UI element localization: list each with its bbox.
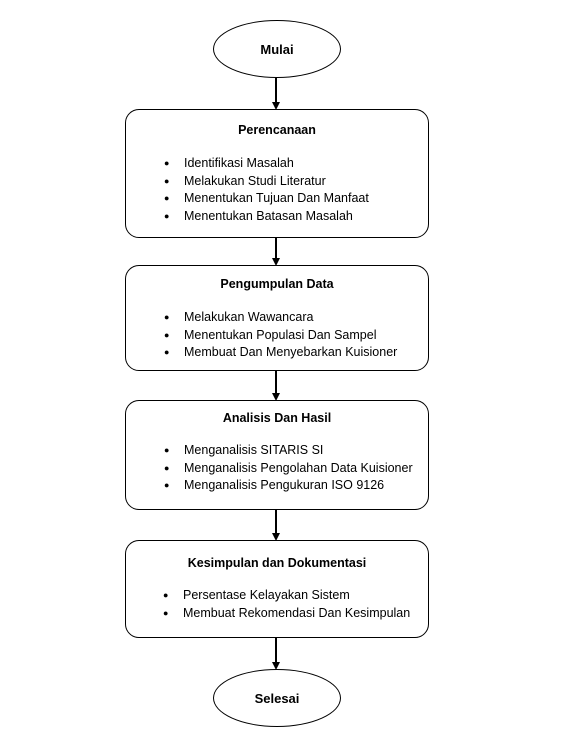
bullet-icon: ●	[164, 462, 170, 473]
stage-kesimpulan-dan-dokumentasi: Kesimpulan dan Dokumentasi ●Persentase K…	[125, 540, 429, 638]
bullet-icon: ●	[164, 210, 170, 221]
list-item: ●Menentukan Tujuan Dan Manfaat	[162, 190, 369, 208]
bullet-icon: ●	[164, 480, 170, 490]
start-label: Mulai	[260, 41, 294, 57]
bullet-icon: ●	[164, 158, 170, 168]
stage-title: Perencanaan	[238, 123, 316, 137]
bullet-icon: ●	[164, 445, 170, 455]
stage-item-list: ●Melakukan Wawancara ●Menentukan Populas…	[162, 309, 397, 362]
bullet-icon: ●	[163, 607, 169, 618]
list-item: ●Membuat Dan Menyebarkan Kuisioner	[162, 344, 397, 362]
list-item: ●Persentase Kelayakan Sistem	[161, 587, 410, 605]
bullet-icon: ●	[164, 312, 170, 322]
bullet-icon: ●	[164, 193, 170, 203]
bullet-icon: ●	[164, 175, 170, 186]
list-item: ●Menganalisis Pengolahan Data Kuisioner	[162, 460, 413, 478]
end-terminal: Selesai	[213, 669, 341, 727]
start-terminal: Mulai	[213, 20, 341, 78]
bullet-icon: ●	[164, 347, 170, 357]
list-item: ●Menganalisis SITARIS SI	[162, 442, 413, 460]
list-item: ●Menentukan Batasan Masalah	[162, 208, 369, 226]
stage-pengumpulan-data: Pengumpulan Data ●Melakukan Wawancara ●M…	[125, 265, 429, 371]
list-item: ●Identifikasi Masalah	[162, 155, 369, 173]
stage-item-list: ●Persentase Kelayakan Sistem ●Membuat Re…	[161, 587, 410, 622]
end-label: Selesai	[254, 690, 300, 706]
list-item: ●Melakukan Wawancara	[162, 309, 397, 327]
stage-title: Kesimpulan dan Dokumentasi	[187, 556, 367, 570]
stage-item-list: ●Menganalisis SITARIS SI ●Menganalisis P…	[162, 442, 413, 495]
list-item: ●Menganalisis Pengukuran ISO 9126	[162, 477, 413, 495]
stage-title: Analisis Dan Hasil	[222, 411, 332, 425]
stage-perencanaan: Perencanaan ●Identifikasi Masalah ●Melak…	[125, 109, 429, 238]
bullet-icon: ●	[164, 329, 170, 340]
bullet-icon: ●	[163, 590, 169, 600]
list-item: ●Membuat Rekomendasi Dan Kesimpulan	[161, 605, 410, 623]
stage-item-list: ●Identifikasi Masalah ●Melakukan Studi L…	[162, 155, 369, 225]
stage-title: Pengumpulan Data	[220, 277, 334, 291]
stage-analisis-dan-hasil: Analisis Dan Hasil ●Menganalisis SITARIS…	[125, 400, 429, 510]
list-item: ●Menentukan Populasi Dan Sampel	[162, 327, 397, 345]
list-item: ●Melakukan Studi Literatur	[162, 173, 369, 191]
